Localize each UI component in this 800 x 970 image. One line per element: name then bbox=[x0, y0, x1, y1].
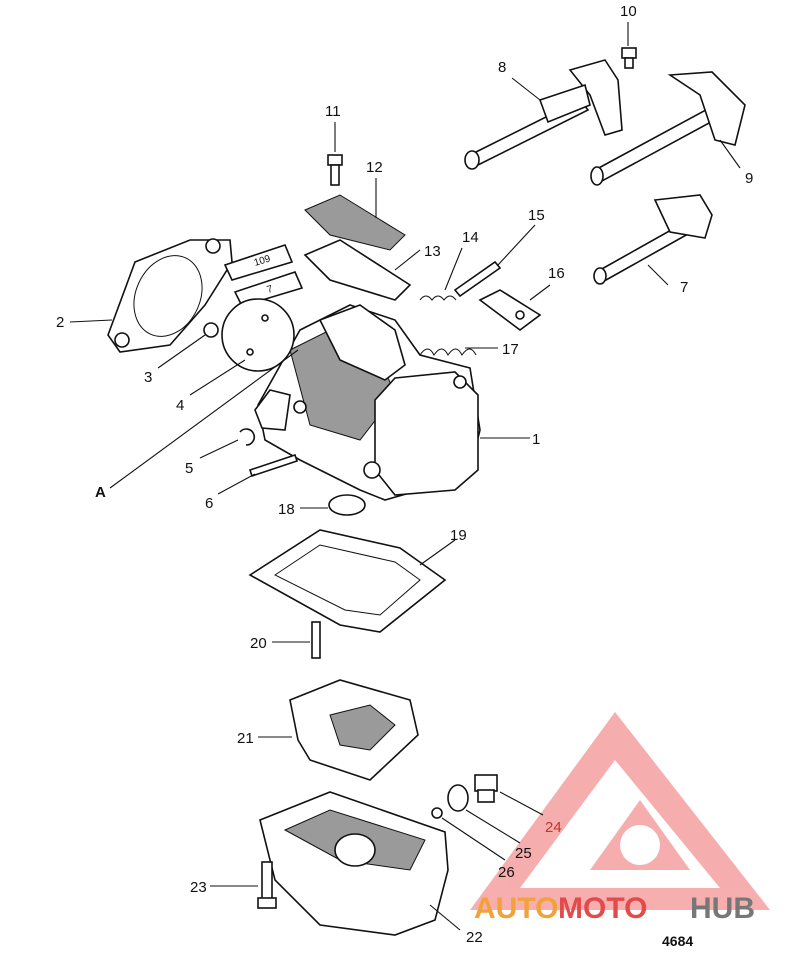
callout-23: 23 bbox=[190, 879, 207, 896]
callout-11: 11 bbox=[325, 103, 341, 120]
clip-5 bbox=[239, 428, 255, 446]
callout-5: 5 bbox=[185, 460, 193, 477]
callout-26: 26 bbox=[498, 864, 515, 881]
callout-12: 12 bbox=[366, 159, 383, 176]
callout-21: 21 bbox=[237, 730, 254, 747]
plug-24 bbox=[474, 774, 498, 803]
watermark-text: AUTO MOTO HUB bbox=[474, 892, 755, 925]
callout-1: 1 bbox=[532, 431, 540, 448]
gasket-13 bbox=[303, 239, 412, 301]
callout-20: 20 bbox=[250, 635, 267, 652]
float-21 bbox=[289, 679, 419, 781]
watermark-auto: AUTO bbox=[474, 892, 558, 925]
screw-10 bbox=[621, 47, 637, 69]
shaft-9 bbox=[590, 71, 746, 186]
callout-14: 14 bbox=[462, 229, 479, 246]
nut-3 bbox=[203, 322, 219, 338]
callout-13: 13 bbox=[424, 243, 441, 260]
callout-16: 16 bbox=[548, 265, 565, 282]
pin-20 bbox=[311, 621, 321, 659]
watermark-moto: MOTO bbox=[558, 892, 647, 925]
watermark-logo bbox=[470, 712, 770, 910]
nut-26 bbox=[431, 807, 443, 819]
callout-22: 22 bbox=[466, 929, 483, 946]
watermark-hub: HUB bbox=[690, 892, 755, 925]
tube-label-7: 7 bbox=[266, 284, 275, 296]
callout-10: 10 bbox=[620, 3, 637, 20]
callout-18: 18 bbox=[278, 501, 295, 518]
bracket-16 bbox=[478, 289, 542, 331]
callout-7: 7 bbox=[680, 279, 688, 296]
callout-19: 19 bbox=[450, 527, 467, 544]
washer-18 bbox=[328, 494, 366, 516]
tube-label-109: 109 bbox=[253, 253, 273, 269]
sealant-tubes: 109 7 bbox=[223, 244, 304, 307]
callout-24: 24 bbox=[545, 819, 562, 836]
section-marker-a: A bbox=[95, 484, 106, 501]
float-bowl-22 bbox=[259, 791, 449, 936]
callout-3: 3 bbox=[144, 369, 152, 386]
screw-11 bbox=[327, 154, 343, 186]
pin-6 bbox=[248, 453, 299, 478]
gasket-19 bbox=[248, 529, 447, 633]
figure-number: 4684 bbox=[662, 933, 693, 949]
callout-17: 17 bbox=[502, 341, 519, 358]
plate-4 bbox=[221, 298, 295, 372]
callout-6: 6 bbox=[205, 495, 213, 512]
washer-25 bbox=[447, 784, 469, 812]
callout-2: 2 bbox=[56, 314, 64, 331]
callout-8: 8 bbox=[498, 59, 506, 76]
spring-17 bbox=[419, 348, 477, 356]
screw-23 bbox=[257, 861, 277, 909]
callout-25: 25 bbox=[515, 845, 532, 862]
carburetor-body bbox=[254, 304, 481, 501]
callout-9: 9 bbox=[745, 170, 753, 187]
screw-15 bbox=[453, 260, 502, 298]
callout-labels: 1 2 3 4 5 6 7 8 9 10 11 12 13 14 15 16 1… bbox=[56, 3, 753, 946]
cover-12 bbox=[304, 194, 406, 251]
spring-14 bbox=[419, 295, 457, 301]
lever-shaft-8 bbox=[464, 59, 623, 170]
shaft-7 bbox=[593, 194, 713, 285]
callout-15: 15 bbox=[528, 207, 545, 224]
callout-4: 4 bbox=[176, 397, 184, 414]
leader-lines bbox=[69, 22, 741, 931]
